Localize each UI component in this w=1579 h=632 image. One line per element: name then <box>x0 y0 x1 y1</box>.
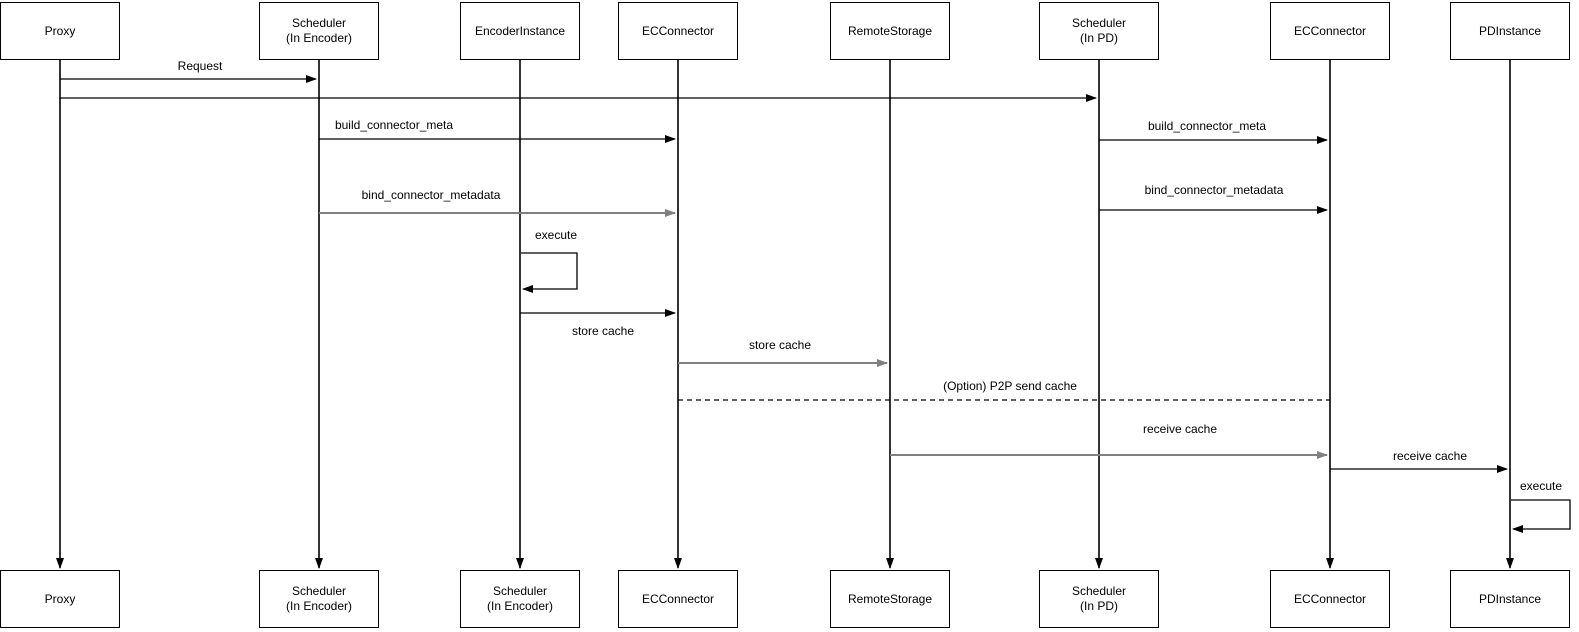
actor-top-ecconnector-left: ECConnector <box>618 2 738 60</box>
actor-top-pdinstance: PDInstance <box>1450 2 1570 60</box>
message-label-receive-cache-2: receive cache <box>1392 449 1468 463</box>
actor-bottom-ecconnector-left: ECConnector <box>618 570 738 628</box>
actor-bottom-pdinstance: PDInstance <box>1450 570 1570 628</box>
message-label-build-connector-meta-right: build_connector_meta <box>1147 119 1267 133</box>
actor-bottom-scheduler-pd: Scheduler (In PD) <box>1039 570 1159 628</box>
actor-bottom-ecconnector-right: ECConnector <box>1270 570 1390 628</box>
actor-top-scheduler-pd: Scheduler (In PD) <box>1039 2 1159 60</box>
message-label-store-cache-1: store cache <box>571 324 635 338</box>
actor-top-remote-storage: RemoteStorage <box>830 2 950 60</box>
message-label-bind-connector-metadata-right: bind_connector_metadata <box>1144 183 1284 197</box>
actor-bottom-remote-storage: RemoteStorage <box>830 570 950 628</box>
message-label-execute-encoder: execute <box>534 228 578 242</box>
actor-bottom-scheduler-encoder: Scheduler (In Encoder) <box>259 570 379 628</box>
message-label-receive-cache-1: receive cache <box>1142 422 1218 436</box>
message-label-p2p-send-cache: (Option) P2P send cache <box>943 379 1077 393</box>
message-label-store-cache-2: store cache <box>748 338 812 352</box>
actor-bottom-proxy: Proxy <box>0 570 120 628</box>
actor-top-ecconnector-right: ECConnector <box>1270 2 1390 60</box>
actor-top-scheduler-encoder: Scheduler (In Encoder) <box>259 2 379 60</box>
message-label-request: Request <box>177 59 223 73</box>
actor-top-proxy: Proxy <box>0 2 120 60</box>
actor-top-encoder-instance: EncoderInstance <box>460 2 580 60</box>
message-label-bind-connector-metadata-left: bind_connector_metadata <box>361 188 501 202</box>
message-label-execute-pd: execute <box>1519 479 1563 493</box>
message-label-build-connector-meta-left: build_connector_meta <box>334 118 454 132</box>
arrow-execute-self-loop-pd <box>1511 499 1571 533</box>
arrow-execute-self-loop-encoder <box>521 252 578 293</box>
actor-bottom-scheduler-encoder2: Scheduler (In Encoder) <box>460 570 580 628</box>
